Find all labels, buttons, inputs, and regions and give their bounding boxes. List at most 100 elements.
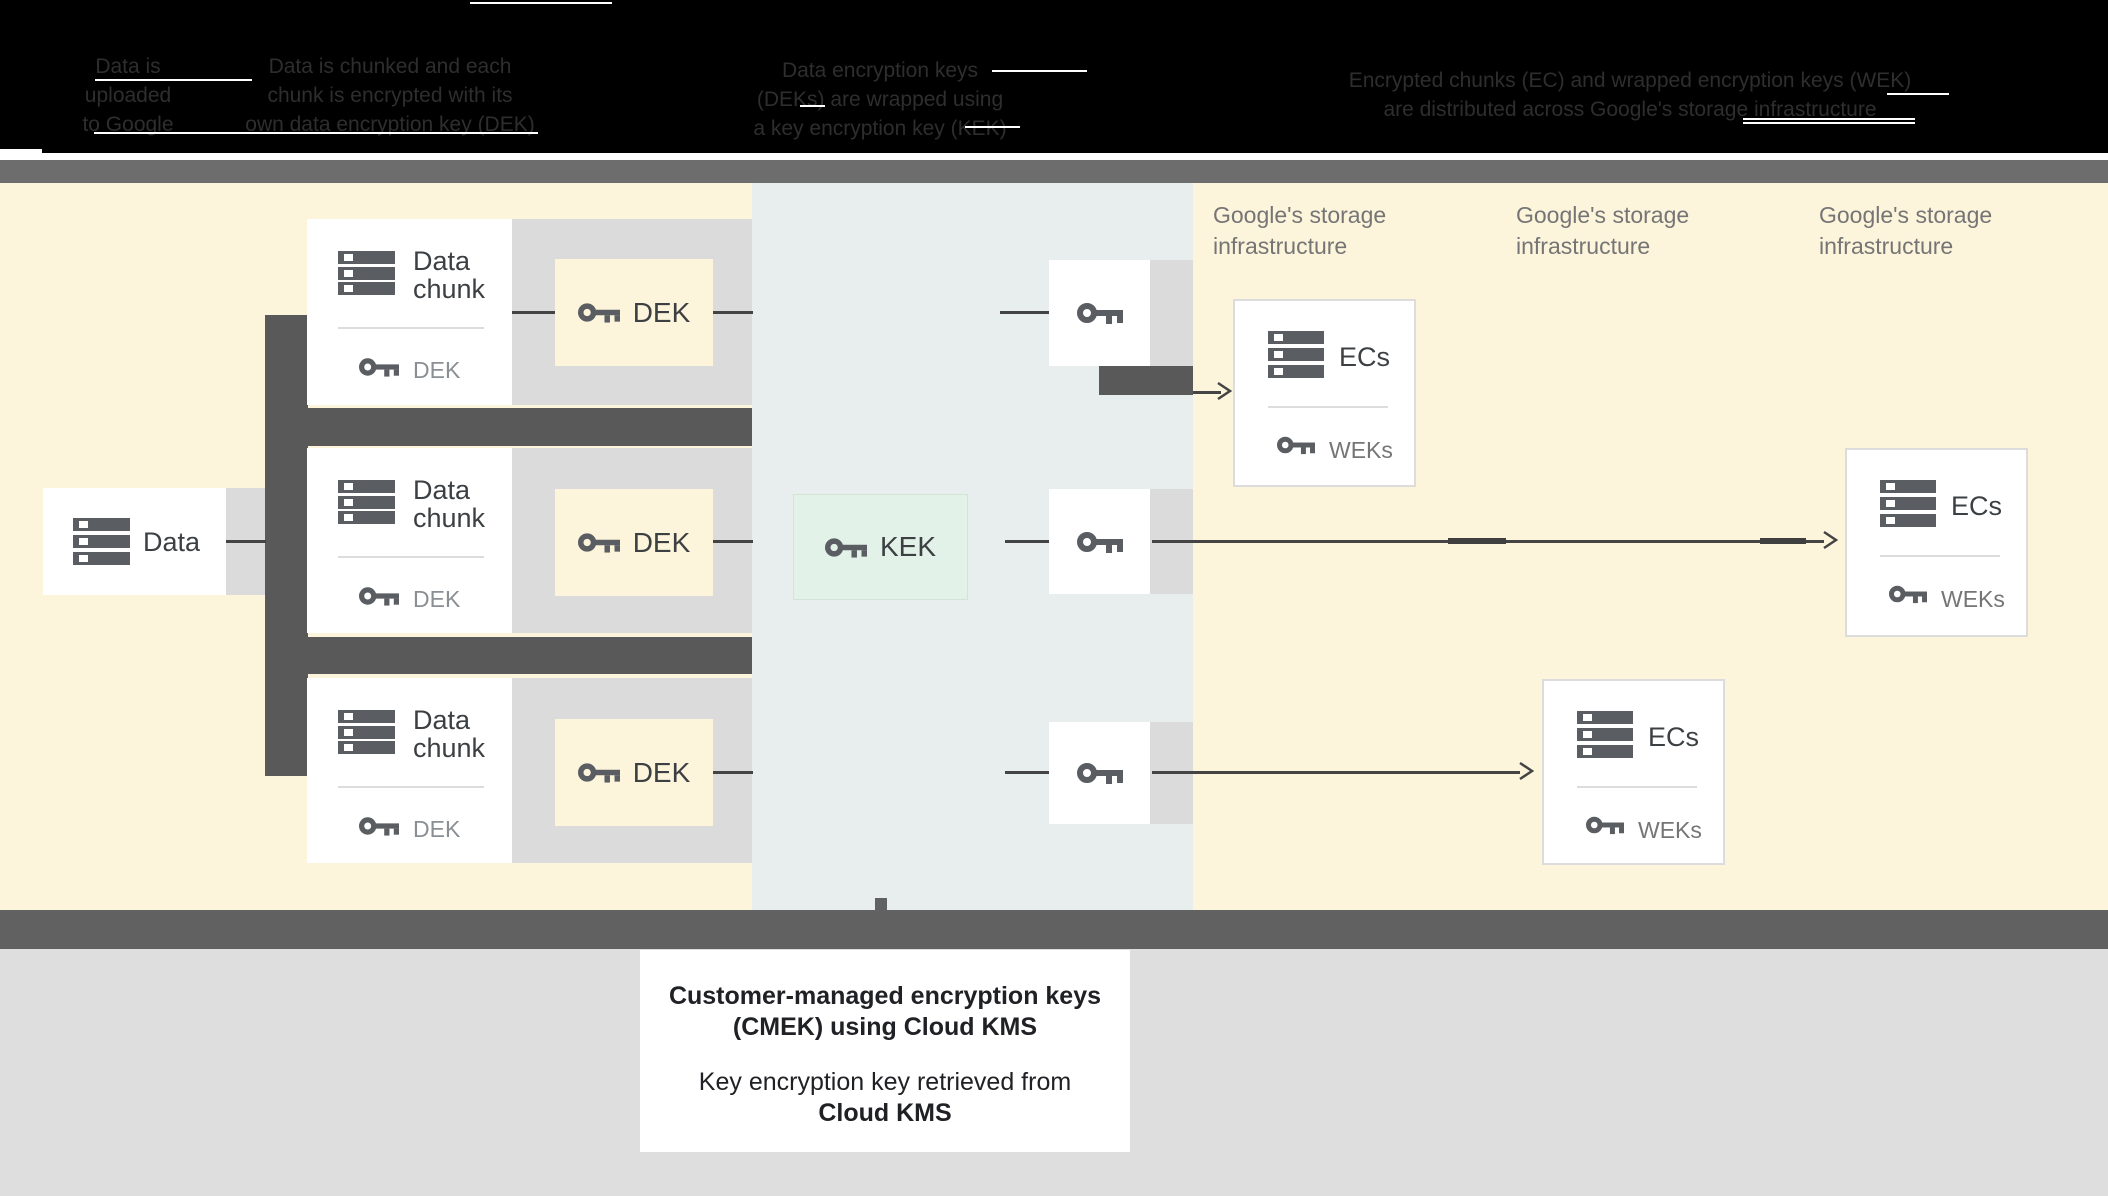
dek-box-1: DEK <box>555 259 713 366</box>
split-band-1 <box>265 408 752 446</box>
split-band-2 <box>265 637 752 674</box>
header-step-line: Data is chunked and each <box>268 55 512 78</box>
header-step-line: own data encryption key (DEK) <box>245 113 535 136</box>
caption-box: Customer-managed encryption keys (CMEK) … <box>640 950 1130 1152</box>
data-chunk-card-2: Data chunk DEK <box>307 448 512 633</box>
key-icon <box>359 583 399 609</box>
storage-label-line2: infrastructure <box>1819 233 1954 259</box>
dek-label: DEK <box>632 296 691 328</box>
artifact-line <box>1887 93 1949 95</box>
header-step-line: uploaded <box>84 84 172 107</box>
connector-kms-key1 <box>1000 311 1049 314</box>
kek-label: KEK <box>879 531 937 562</box>
ec-title: ECs <box>1648 722 1700 752</box>
storage-label-line1: Google's storage <box>1213 202 1387 228</box>
arrow-line-row3 <box>1152 771 1520 774</box>
encrypted-chunks-icon <box>1577 711 1633 758</box>
artifact-line <box>1743 122 1915 124</box>
chunk-title-line2: chunk <box>413 503 486 533</box>
wrapped-key-box-3 <box>1049 722 1150 824</box>
chunk-title-line1: Data <box>413 475 471 505</box>
ec-box-3: ECs WEKs <box>1542 679 1725 865</box>
wek-label: WEKs <box>1329 437 1393 463</box>
header-step-line: Data is <box>95 55 161 78</box>
arrow-line-row1 <box>1193 391 1221 394</box>
data-chunks-icon <box>338 480 395 524</box>
artifact-line <box>94 132 289 134</box>
arrow-right-icon <box>1516 760 1538 782</box>
connector-dek3-kms <box>713 771 753 774</box>
encrypted-chunks-icon <box>1880 480 1936 527</box>
connector-kek-key2 <box>1005 540 1049 543</box>
arrow-right-icon <box>1820 529 1842 551</box>
connector-kms-key3 <box>1005 771 1049 774</box>
key-icon <box>577 759 620 786</box>
card-divider <box>1880 555 2000 557</box>
chunk-title-line1: Data <box>413 246 471 276</box>
header-bar <box>0 0 2108 153</box>
storage-label-line1: Google's storage <box>1516 202 1690 228</box>
caption-gap <box>640 1043 1130 1067</box>
header-step-line: Encrypted chunks (EC) and wrapped encryp… <box>1348 69 1912 92</box>
artifact-line <box>965 126 1020 128</box>
artifact-line <box>243 132 538 134</box>
chunk-title-line2: chunk <box>413 733 486 763</box>
card-divider <box>338 786 484 788</box>
connector-data-trunk <box>226 540 266 543</box>
key-icon <box>359 813 399 839</box>
ec-title: ECs <box>1339 342 1391 372</box>
chunk-key-label: DEK <box>413 586 461 612</box>
key-icon <box>1277 432 1315 458</box>
connector-dek1-kms <box>713 311 753 314</box>
connector-dek2-kms <box>713 540 753 543</box>
header-step-line: a key encryption key (KEK) <box>753 117 1007 140</box>
data-chunks-icon <box>73 518 130 565</box>
caption-line3: Key encryption key retrieved from <box>698 1068 1072 1096</box>
dek-box-2: DEK <box>555 489 713 596</box>
data-chunk-card-1: Data chunk DEK <box>307 219 512 405</box>
chunk-title-line1: Data <box>413 705 471 735</box>
header-step-distribution: Encrypted chunks (EC) and wrapped encryp… <box>1349 66 1912 124</box>
dek-box-3: DEK <box>555 719 713 826</box>
connector-chunk1-dek1 <box>512 311 555 314</box>
caption-line2: (CMEK) using Cloud KMS <box>732 1013 1038 1041</box>
artifact-notch <box>0 149 42 161</box>
header-step-line: are distributed across Google's storage … <box>1383 98 1877 121</box>
key-icon <box>359 354 399 380</box>
arrow-line-row2-overlay <box>1760 538 1806 544</box>
header-step-line: Data encryption keys <box>781 59 979 82</box>
key-icon <box>577 299 620 326</box>
header-step-chunking: Data is chunked and each chunk is encryp… <box>245 52 534 139</box>
ec-box-1: ECs WEKs <box>1233 299 1416 487</box>
ec-title: ECs <box>1951 491 2003 521</box>
caption-line1: Customer-managed encryption keys <box>668 982 1102 1010</box>
split-trunk <box>265 315 308 776</box>
storage-label-2: Google's storage infrastructure <box>1516 200 1689 262</box>
top-gray-bar <box>0 160 2108 183</box>
data-chunk-card-3: Data chunk DEK <box>307 678 512 863</box>
card-divider <box>338 327 484 329</box>
header-step-upload: Data is uploaded to Google <box>82 52 173 139</box>
artifact-line <box>992 70 1087 72</box>
data-chunks-icon <box>338 251 395 295</box>
arrow-line-row2-overlay <box>1448 538 1506 544</box>
kek-box: KEK <box>793 494 968 600</box>
wrapped-key-box-1 <box>1049 260 1150 366</box>
chunk-key-label: DEK <box>413 816 461 842</box>
data-chunks-icon <box>338 710 395 754</box>
header-step-line: (DEKs) are wrapped using <box>756 88 1004 111</box>
encrypted-chunks-icon <box>1268 331 1324 378</box>
key-icon <box>1889 581 1927 607</box>
data-box-label: Data <box>143 527 201 557</box>
key-icon <box>1076 298 1123 328</box>
dek-label: DEK <box>632 756 691 788</box>
artifact-line <box>1743 118 1915 120</box>
artifact-nub <box>875 898 887 910</box>
ec-box-2: ECs WEKs <box>1845 448 2028 637</box>
artifact-line <box>95 79 252 81</box>
wek-label: WEKs <box>1638 817 1702 843</box>
wrapped-key-box-2 <box>1049 489 1150 594</box>
artifact-line <box>800 105 825 107</box>
arrow-right-icon <box>1214 380 1236 402</box>
